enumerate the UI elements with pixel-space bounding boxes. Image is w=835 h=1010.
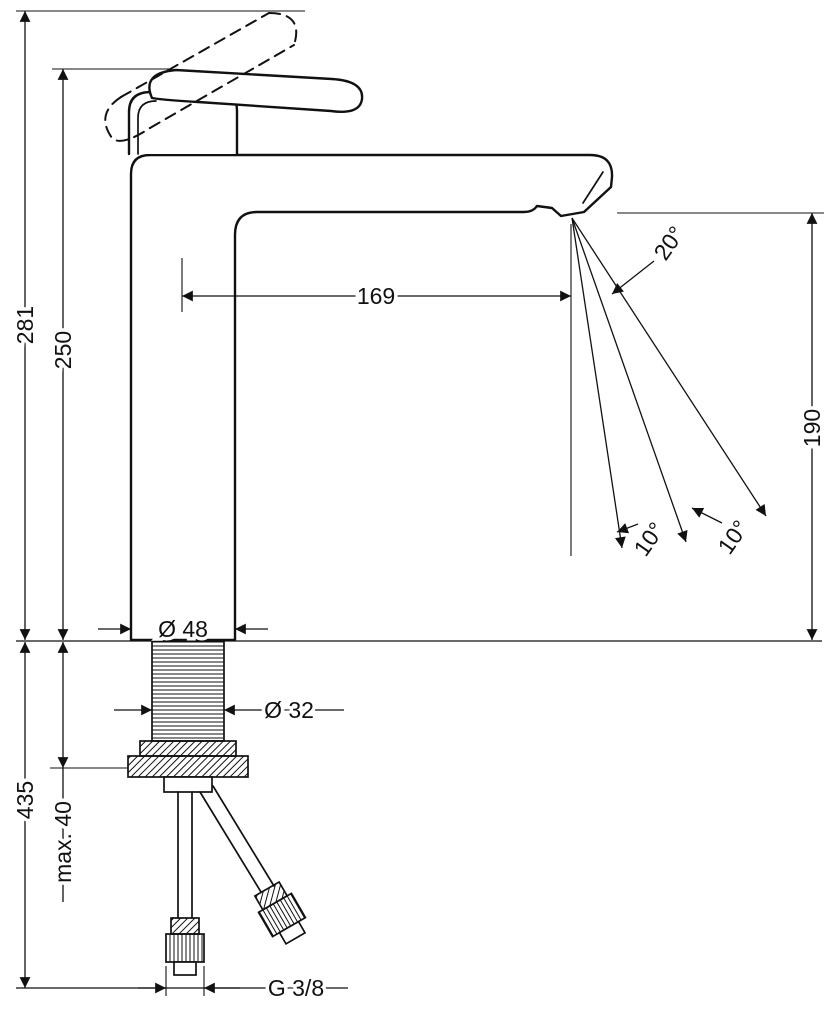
raised-handle-top-edge bbox=[120, 12, 270, 98]
faucet-silhouette bbox=[129, 153, 614, 642]
dimension-shank-diameter: Ø 32 bbox=[114, 694, 344, 727]
dimension-label-169: 169 bbox=[357, 283, 395, 309]
dimension-max-40: max. 40 bbox=[47, 642, 128, 902]
handle-raised-dashed bbox=[104, 12, 298, 142]
angle-10-right-leader bbox=[691, 507, 723, 524]
dimension-190: 190 bbox=[617, 212, 829, 640]
dimension-label-250: 250 bbox=[50, 331, 76, 369]
raised-handle-pivot-arc bbox=[104, 96, 151, 142]
handle-grip bbox=[148, 68, 364, 113]
spout-tip-detail-line bbox=[582, 171, 604, 204]
spray-line-2 bbox=[571, 217, 688, 543]
dimension-label-base-diameter: Ø 48 bbox=[158, 616, 208, 642]
angle-label-20: 20° bbox=[648, 221, 689, 264]
hose-manifold bbox=[163, 776, 213, 793]
angle-20-leader bbox=[611, 260, 655, 295]
hose-crimp bbox=[170, 917, 200, 935]
hose-thread-tip bbox=[278, 920, 307, 946]
hose-diagonal-right-edge bbox=[212, 785, 275, 887]
dimension-base-diameter: Ø 48 bbox=[98, 613, 268, 646]
hose-nut bbox=[165, 933, 205, 963]
dimension-label-190: 190 bbox=[799, 409, 825, 447]
hose-thread-tip bbox=[173, 961, 197, 976]
raised-handle-tip bbox=[268, 12, 298, 46]
dimension-label-max-40: max. 40 bbox=[50, 801, 76, 883]
faucet-body bbox=[129, 153, 614, 642]
hose-diagonal-fitting bbox=[253, 880, 307, 946]
dimension-281: 281 bbox=[9, 10, 305, 640]
spray-line-3 bbox=[571, 217, 767, 517]
angle-label-10-left: 10° bbox=[628, 517, 669, 560]
dimension-connection-thread: G 3/8 bbox=[16, 966, 348, 1005]
raised-handle-bottom-edge bbox=[149, 44, 295, 129]
dimension-label-shank-diameter: Ø 32 bbox=[264, 697, 314, 723]
dimension-label-281: 281 bbox=[12, 306, 38, 344]
angle-10-left-leader bbox=[616, 523, 639, 534]
mounting-nut bbox=[127, 755, 249, 778]
hose-diagonal-left-edge bbox=[199, 791, 262, 893]
washer bbox=[139, 740, 237, 757]
handle-lever bbox=[127, 68, 364, 156]
threaded-shank bbox=[151, 640, 225, 742]
spray-line-1 bbox=[571, 217, 626, 549]
supply-hoses bbox=[165, 785, 307, 976]
spray-angle-annotations: 20° 10° 10° bbox=[571, 217, 767, 564]
handle-base-detail-line bbox=[137, 100, 157, 155]
dimension-label-connection-thread: G 3/8 bbox=[268, 975, 324, 1001]
dimension-label-435: 435 bbox=[12, 781, 38, 819]
dimension-250: 250 bbox=[47, 68, 170, 640]
dimension-435: 435 bbox=[9, 642, 42, 988]
mounting-hardware bbox=[127, 640, 249, 793]
dimension-169: 169 bbox=[181, 224, 572, 556]
